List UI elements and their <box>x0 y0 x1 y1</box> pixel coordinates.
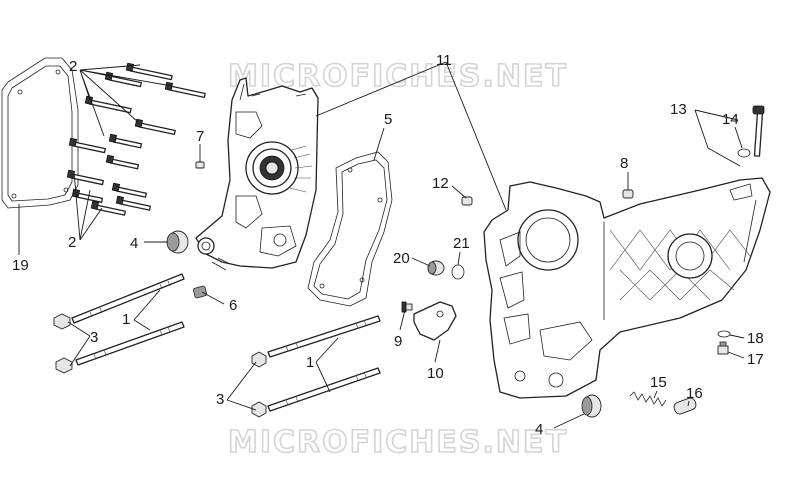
part-8-dowel <box>622 189 634 199</box>
part-21-o-ring <box>451 264 465 280</box>
bolt <box>105 154 140 170</box>
part-17-plug <box>717 341 729 355</box>
part-18-washer <box>717 330 731 338</box>
bolt <box>66 169 104 186</box>
part-4-bushing-right <box>581 394 602 418</box>
callout-18: 18 <box>747 330 764 347</box>
part-4-bushing-left <box>166 230 189 254</box>
part-16-plunger <box>673 397 697 415</box>
callout-8: 8 <box>620 155 628 172</box>
part-20-bushing <box>427 260 445 276</box>
callout-11: 11 <box>436 52 452 69</box>
callout-9: 9 <box>394 333 402 350</box>
bolt <box>115 195 151 211</box>
callout-14: 14 <box>722 111 739 128</box>
bolt <box>134 118 176 136</box>
bolt <box>111 182 147 198</box>
callout-4-right: 4 <box>535 421 543 438</box>
callout-1-left: 1 <box>122 311 130 328</box>
part-3-nuts-right <box>251 351 267 418</box>
part-12-dowel <box>461 196 473 206</box>
callout-20: 20 <box>393 250 410 267</box>
callout-10: 10 <box>427 365 444 382</box>
part-2-bolts-lower <box>66 169 151 216</box>
part-3-nuts-left <box>53 313 73 374</box>
part-6-pin <box>192 285 208 299</box>
part-15-spring <box>629 391 667 407</box>
part-5-gasket <box>307 151 393 307</box>
part-19-gasket <box>1 57 79 209</box>
callout-2-bottom: 2 <box>68 234 76 251</box>
callout-numbers: 2 2 19 4 1 3 3 1 6 7 11 5 12 20 21 9 10 … <box>12 52 764 438</box>
callout-1-right: 1 <box>306 354 314 371</box>
part-9-screw <box>401 301 413 313</box>
bolt <box>164 81 206 99</box>
callout-6: 6 <box>229 297 237 314</box>
callout-5: 5 <box>384 111 392 128</box>
callout-3-left: 3 <box>90 329 98 346</box>
callout-21: 21 <box>453 235 470 252</box>
part-7-dowel <box>195 161 205 169</box>
bolt <box>84 95 132 114</box>
callout-17: 17 <box>747 351 764 368</box>
callout-16: 16 <box>686 385 703 402</box>
part-1-studs-left <box>71 273 185 366</box>
bolt <box>90 200 126 216</box>
leader-lines <box>18 61 745 429</box>
bolt <box>125 62 173 81</box>
callout-3-right: 3 <box>216 391 224 408</box>
callout-15: 15 <box>650 374 667 391</box>
bolt <box>108 133 143 149</box>
part-11-left-crankcase-half <box>195 77 319 271</box>
bolt <box>68 137 106 154</box>
part-1-studs-right <box>267 315 381 412</box>
callout-7: 7 <box>196 128 204 145</box>
callout-12: 12 <box>432 175 449 192</box>
part-14-bolt <box>752 105 765 157</box>
part-14-o-ring <box>737 148 751 158</box>
watermark-bottom: MICROFICHES.NET <box>228 425 568 460</box>
callout-4-left: 4 <box>130 235 138 252</box>
part-11-right-crankcase-half <box>483 177 771 399</box>
callout-13: 13 <box>670 101 687 118</box>
callout-19: 19 <box>12 257 29 274</box>
callout-2-top: 2 <box>69 58 77 75</box>
part-10-bracket <box>413 301 457 341</box>
